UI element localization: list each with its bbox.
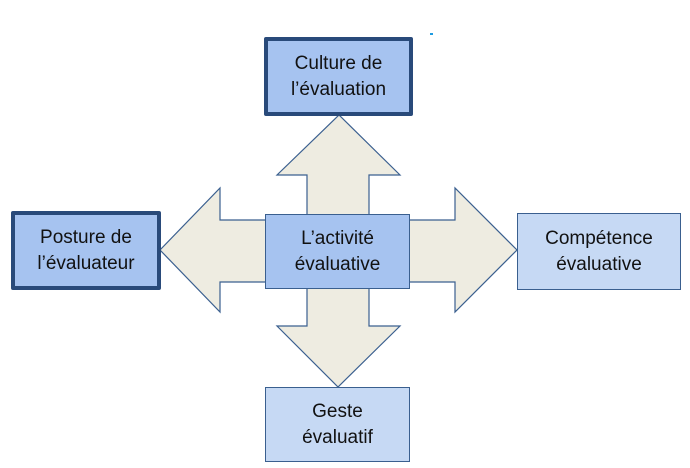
arrow-down xyxy=(275,281,402,388)
box-geste-line2: évaluatif xyxy=(302,426,373,448)
arrow-right xyxy=(399,186,518,314)
box-competence-line2: évaluative xyxy=(556,253,642,275)
arrow-left xyxy=(159,186,281,314)
box-activite: L’activité évaluative xyxy=(265,214,410,289)
arrow-up xyxy=(275,114,402,221)
box-geste: Geste évaluatif xyxy=(265,387,410,462)
box-geste-line1: Geste xyxy=(312,400,363,422)
box-competence: Compétence évaluative xyxy=(517,213,681,290)
box-activite-line2: évaluative xyxy=(294,253,381,275)
box-posture: Posture de l’évaluateur xyxy=(11,211,161,290)
box-posture-line2: l’évaluateur xyxy=(37,252,135,274)
box-culture-line1: Culture de xyxy=(294,52,383,74)
box-culture: Culture de l’évaluation xyxy=(264,37,413,116)
box-competence-line1: Compétence xyxy=(545,227,653,249)
stray-mark xyxy=(430,33,433,35)
box-activite-line1: L’activité xyxy=(301,227,374,249)
box-posture-line1: Posture de xyxy=(40,226,132,248)
box-culture-line2: l’évaluation xyxy=(290,78,387,100)
